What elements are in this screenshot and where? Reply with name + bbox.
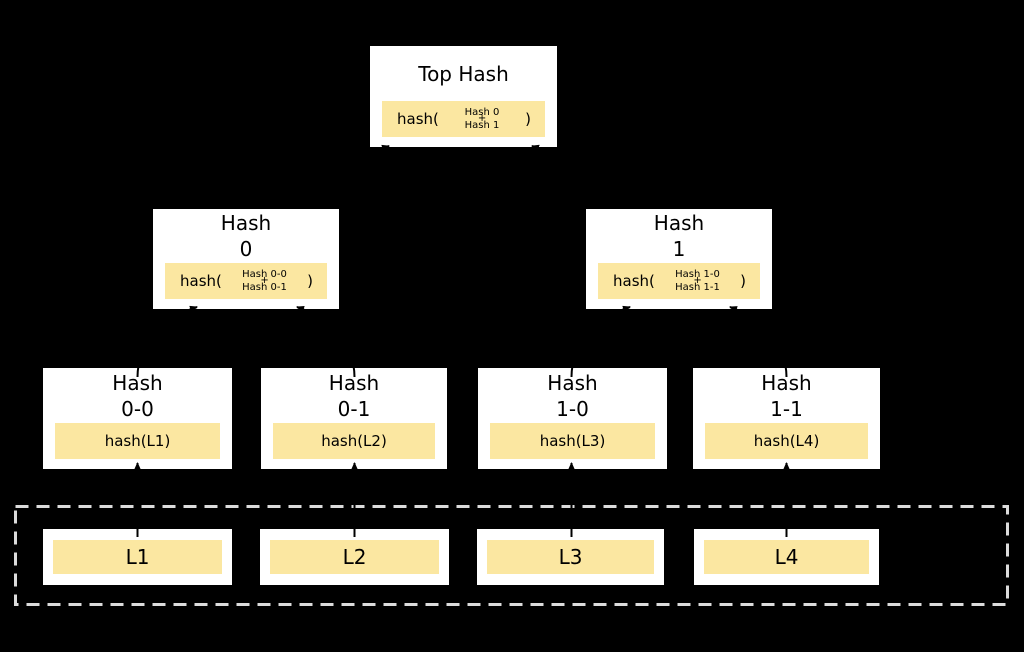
node-title-line: Hash xyxy=(761,370,812,395)
node-hash-0-0-formula: hash(L1) xyxy=(55,423,220,459)
hash-plus-operator: + xyxy=(693,275,702,287)
node-hash-1-0: Hash 1-0 hash(L3) xyxy=(477,367,668,470)
hash-arg-2: Hash 1-1 xyxy=(675,281,720,293)
hash-fn-open: hash( xyxy=(180,272,222,290)
hash-arg-1: Hash 0-0 xyxy=(242,268,287,280)
node-title-line: 1 xyxy=(672,237,686,261)
node-title-line: Top Hash xyxy=(418,61,509,86)
node-hash-0-formula: hash( Hash 0-0 + Hash 0-1 ) xyxy=(165,263,327,299)
hash-arg-1: Hash 0 xyxy=(464,106,500,118)
node-top-hash-formula: hash( Hash 0 + Hash 1 ) xyxy=(382,101,545,137)
hash-fn-close: ) xyxy=(740,272,746,290)
node-title-line: Hash xyxy=(220,211,272,235)
node-hash-0-1: Hash 0-1 hash(L2) xyxy=(260,367,448,470)
node-hash-0-0-title: Hash 0-0 xyxy=(43,368,232,423)
data-block-l3: L3 xyxy=(476,528,665,586)
node-hash-1-1: Hash 1-1 hash(L4) xyxy=(692,367,881,470)
data-block-l1: L1 xyxy=(42,528,233,586)
hash-fn-close: ) xyxy=(307,272,313,290)
node-hash-1-0-title: Hash 1-0 xyxy=(478,368,667,423)
hash-arg-2: Hash 0-1 xyxy=(242,281,287,293)
hash-arg-2: Hash 1 xyxy=(464,119,500,131)
node-top-hash: Top Hash hash( Hash 0 + Hash 1 ) xyxy=(369,45,558,148)
hash-plus-operator: + xyxy=(260,275,269,287)
node-title-line: 0 xyxy=(239,237,253,261)
hash-args: Hash 1-0 + Hash 1-1 xyxy=(655,268,740,293)
node-hash-1: Hash 1 hash( Hash 1-0 + Hash 1-1 ) xyxy=(585,208,773,310)
arrow-hash-1-to-top-hash xyxy=(531,144,680,207)
hash-args: Hash 0-0 + Hash 0-1 xyxy=(222,268,307,293)
node-title-line: 0-1 xyxy=(337,396,371,421)
hash-plus-operator: + xyxy=(477,113,487,125)
node-hash-0: Hash 0 hash( Hash 0-0 + Hash 0-1 ) xyxy=(152,208,340,310)
node-hash-1-title: Hash 1 xyxy=(586,209,772,263)
data-block-l1-label: L1 xyxy=(53,540,222,574)
node-hash-1-1-title: Hash 1-1 xyxy=(693,368,880,423)
node-title-line: 1-0 xyxy=(556,396,589,421)
node-title-line: 1-1 xyxy=(770,396,803,421)
hash-fn-open: hash( xyxy=(397,110,439,128)
node-hash-1-1-formula: hash(L4) xyxy=(705,423,868,459)
node-hash-1-formula: hash( Hash 1-0 + Hash 1-1 ) xyxy=(598,263,760,299)
node-top-hash-title: Top Hash xyxy=(370,46,557,101)
node-hash-0-1-formula: hash(L2) xyxy=(273,423,435,459)
data-block-l3-label: L3 xyxy=(487,540,654,574)
data-block-l4: L4 xyxy=(693,528,880,586)
hash-arg-1: Hash 1-0 xyxy=(675,268,720,280)
arrow-hash-0-to-top-hash xyxy=(245,144,390,207)
node-title-line: 0-0 xyxy=(121,396,154,421)
data-block-l2: L2 xyxy=(259,528,450,586)
node-hash-0-1-title: Hash 0-1 xyxy=(261,368,447,423)
data-block-l2-label: L2 xyxy=(270,540,439,574)
hash-args: Hash 0 + Hash 1 xyxy=(439,106,525,131)
node-title-line: Hash xyxy=(653,211,705,235)
hash-fn-open: hash( xyxy=(613,272,655,290)
node-title-line: Hash xyxy=(112,370,163,395)
node-hash-0-0: Hash 0-0 hash(L1) xyxy=(42,367,233,470)
node-hash-1-0-formula: hash(L3) xyxy=(490,423,655,459)
node-title-line: Hash xyxy=(547,370,598,395)
hash-fn-close: ) xyxy=(525,110,531,128)
node-title-line: Hash xyxy=(328,370,380,395)
data-block-l4-label: L4 xyxy=(704,540,869,574)
node-hash-0-title: Hash 0 xyxy=(153,209,339,263)
